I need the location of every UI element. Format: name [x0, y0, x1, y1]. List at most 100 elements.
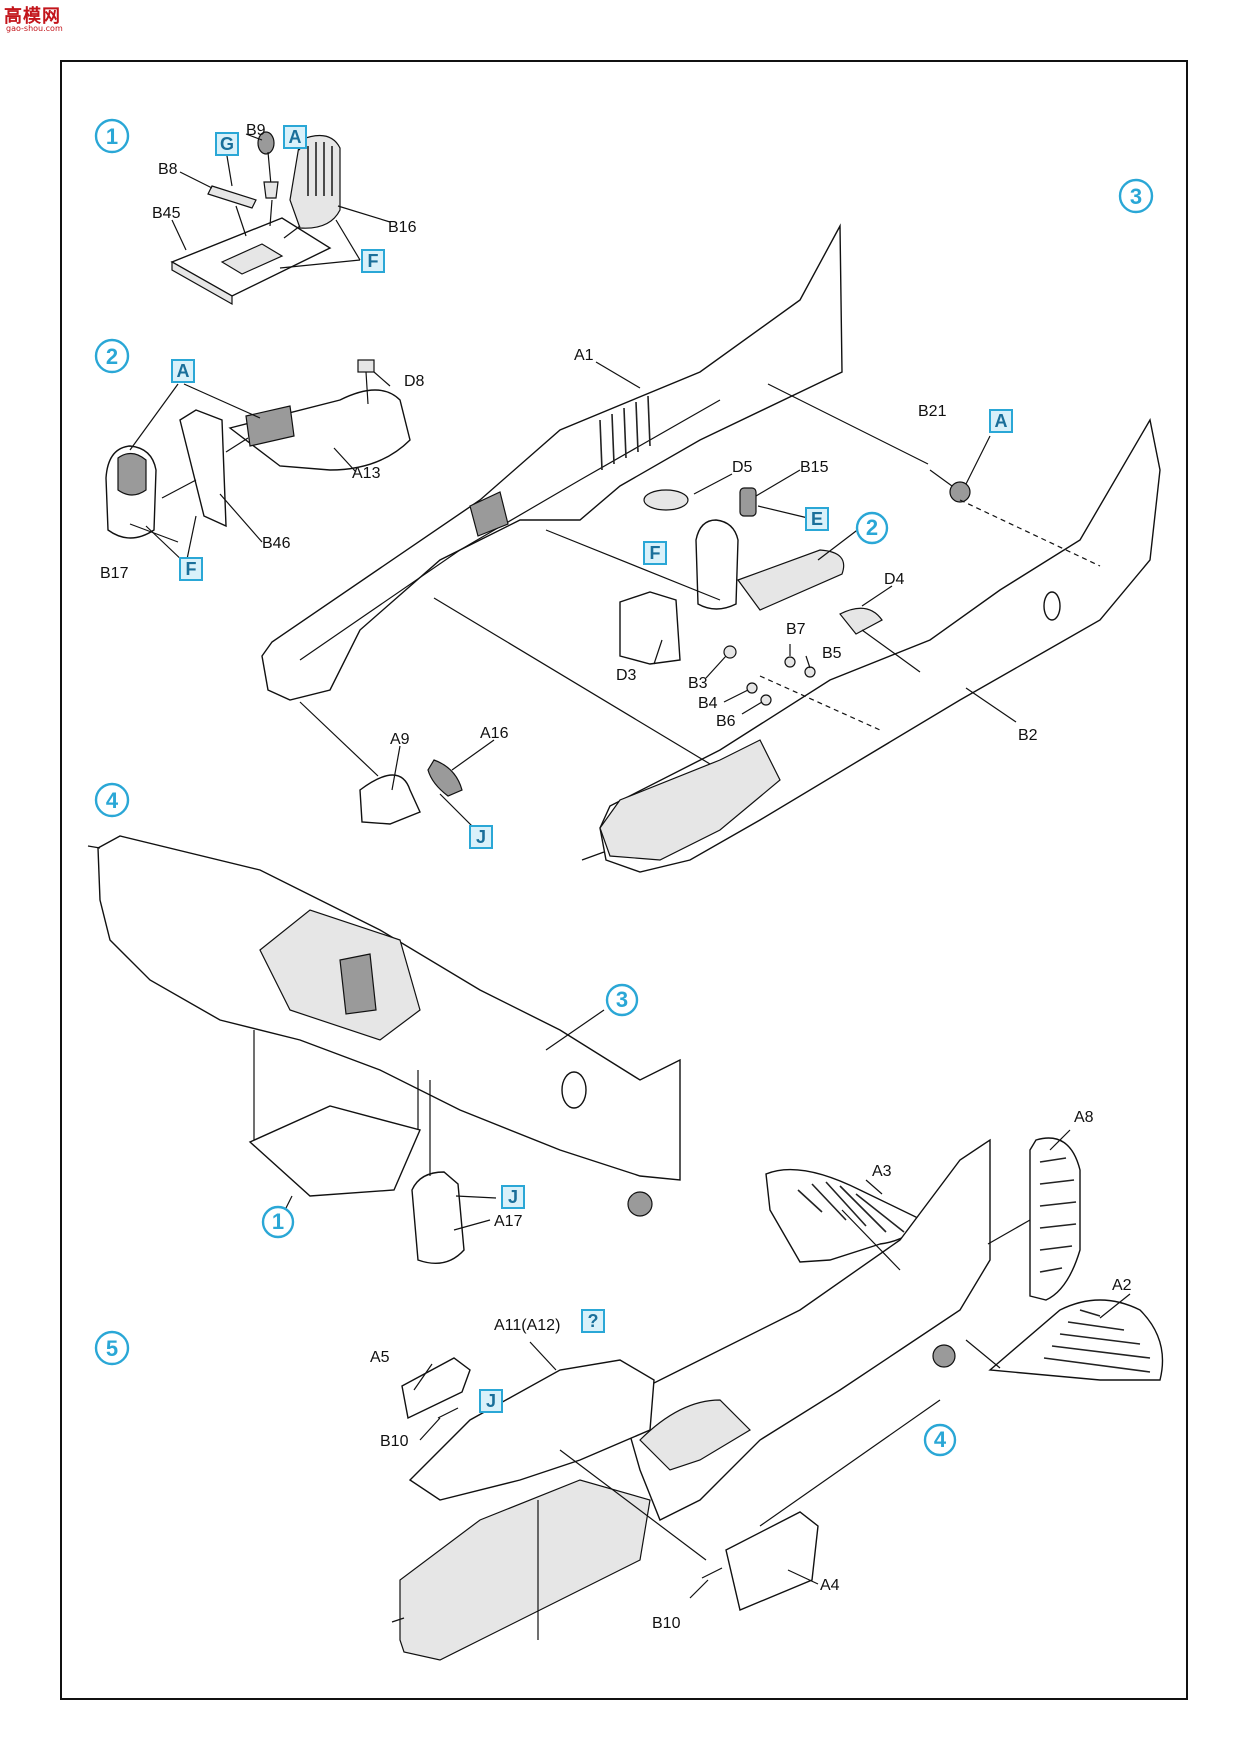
rudder-pedals-b8 — [207, 185, 257, 209]
step-2-number: 2 — [106, 344, 118, 369]
seat-assembly-ref — [695, 519, 739, 610]
cockpit-instrument-detail — [469, 491, 509, 537]
floor-plate-edge — [171, 260, 233, 306]
step-4-marker — [94, 782, 130, 818]
label-a2: A2 — [1112, 1277, 1132, 1294]
color-code-f-step1: F — [368, 251, 379, 271]
step-1-reference — [261, 1205, 295, 1239]
step-2-reference — [855, 511, 889, 545]
seat-b16 — [289, 134, 341, 229]
label-b4: B4 — [698, 695, 718, 712]
part-b6 — [760, 694, 772, 706]
color-callout-e-step3 — [805, 507, 829, 531]
fuselage-left-frames — [599, 395, 651, 471]
color-code-a-step2: A — [177, 361, 190, 381]
color-code-j-step4: J — [508, 1187, 518, 1207]
color-callout-a-step1 — [283, 125, 307, 149]
step-3-number: 3 — [1130, 184, 1142, 209]
fuselage-left-a1 — [261, 223, 843, 701]
panel-a4 — [725, 1511, 819, 1611]
color-code-a-step1: A — [289, 127, 302, 147]
rudder-a8-ribs — [1039, 1157, 1077, 1273]
step-2-group: 2 D8 A13 B46 B17 A F — [94, 338, 425, 582]
step-3-group: 3 — [261, 178, 1161, 873]
part-b4 — [746, 682, 758, 694]
color-code-g: G — [220, 134, 234, 154]
label-b8: B8 — [158, 161, 178, 178]
oxygen-bottle-b15 — [739, 487, 757, 517]
cockpit-seat-view — [639, 1399, 751, 1471]
step-1-marker — [94, 118, 130, 154]
stabilizer-a3-ribs — [797, 1181, 905, 1233]
rear-deck-ref — [737, 549, 845, 611]
label-a1: A1 — [574, 347, 594, 364]
label-b21: B21 — [918, 403, 947, 420]
color-callout-j-step3 — [469, 825, 493, 849]
step-3-reference — [605, 983, 639, 1017]
label-b46: B46 — [262, 535, 291, 552]
color-callout-j-step5 — [479, 1389, 503, 1413]
fuselage-hatch-left — [561, 1071, 587, 1109]
step-4-reference — [923, 1423, 957, 1457]
engine-cowl-lower — [399, 1479, 651, 1661]
part-d8 — [357, 359, 375, 373]
label-a4: A4 — [820, 1577, 840, 1594]
color-code-j-step5: J — [486, 1391, 496, 1411]
label-a3: A3 — [872, 1163, 892, 1180]
step-3-marker — [1118, 178, 1154, 214]
step-1-number: 1 — [106, 124, 118, 149]
fuselage-hatch-right — [1043, 591, 1061, 621]
instruction-frame — [60, 60, 1188, 1700]
label-b9: B9 — [246, 122, 266, 139]
label-b2: B2 — [1018, 727, 1038, 744]
label-a11-a12: A11(A12) — [494, 1317, 560, 1334]
armor-plate-d3 — [619, 591, 681, 665]
step-4-group: 4 A17 3 1 J — [87, 782, 681, 1264]
step-5-number: 5 — [106, 1336, 118, 1361]
color-callout-g — [215, 132, 239, 156]
panel-a5 — [401, 1357, 471, 1420]
rudder-a8 — [1029, 1137, 1081, 1301]
part-b7 — [784, 656, 796, 668]
label-a8: A8 — [1074, 1109, 1094, 1126]
label-b45: B45 — [152, 205, 181, 222]
watermark-url: gao-shou.com — [6, 24, 63, 33]
color-code-e-step3: E — [811, 509, 823, 529]
stabilizer-a2-ribs — [1043, 1309, 1151, 1373]
label-d4: D4 — [884, 571, 905, 588]
tailwheel-b21 — [949, 481, 971, 503]
step-5-group: 5 — [94, 1109, 1164, 1661]
panel-a9 — [359, 774, 421, 825]
color-code-f-step3: F — [650, 543, 661, 563]
color-callout-question — [581, 1309, 605, 1333]
label-a17: A17 — [494, 1213, 523, 1230]
part-b10-left — [437, 1407, 459, 1419]
color-callout-f-step2 — [179, 557, 203, 581]
color-callout-f-step1 — [361, 249, 385, 273]
label-b16: B16 — [388, 219, 417, 236]
label-a9: A9 — [390, 731, 410, 748]
floor-module-ref — [248, 1105, 421, 1197]
panel-a17 — [411, 1171, 465, 1264]
part-b10-right — [701, 1567, 723, 1579]
gun-barrel-step5 — [391, 1617, 405, 1623]
color-code-question: ? — [588, 1311, 599, 1331]
control-stick-grip — [257, 131, 275, 155]
step-2-marker — [94, 338, 130, 374]
part-d4 — [839, 607, 883, 635]
watermark-logo: 高模网 gao-shou.com — [0, 0, 90, 40]
color-code-a-step3: A — [995, 411, 1008, 431]
label-a16: A16 — [480, 725, 509, 742]
seat-back-cushion — [117, 452, 147, 496]
step-4-number: 4 — [106, 788, 119, 813]
step-1-reference-number: 1 — [272, 1209, 284, 1234]
label-a13: A13 — [352, 465, 381, 482]
upper-cowl-a11 — [408, 1359, 655, 1501]
armor-frame-b46 — [179, 409, 227, 528]
step-1-group: 1 B9 B8 B45 B16 — [94, 118, 417, 306]
part-b3 — [723, 645, 737, 659]
color-callout-a-step2 — [171, 359, 195, 383]
label-d8: D8 — [404, 373, 425, 390]
label-b10-left: B10 — [380, 1433, 409, 1450]
